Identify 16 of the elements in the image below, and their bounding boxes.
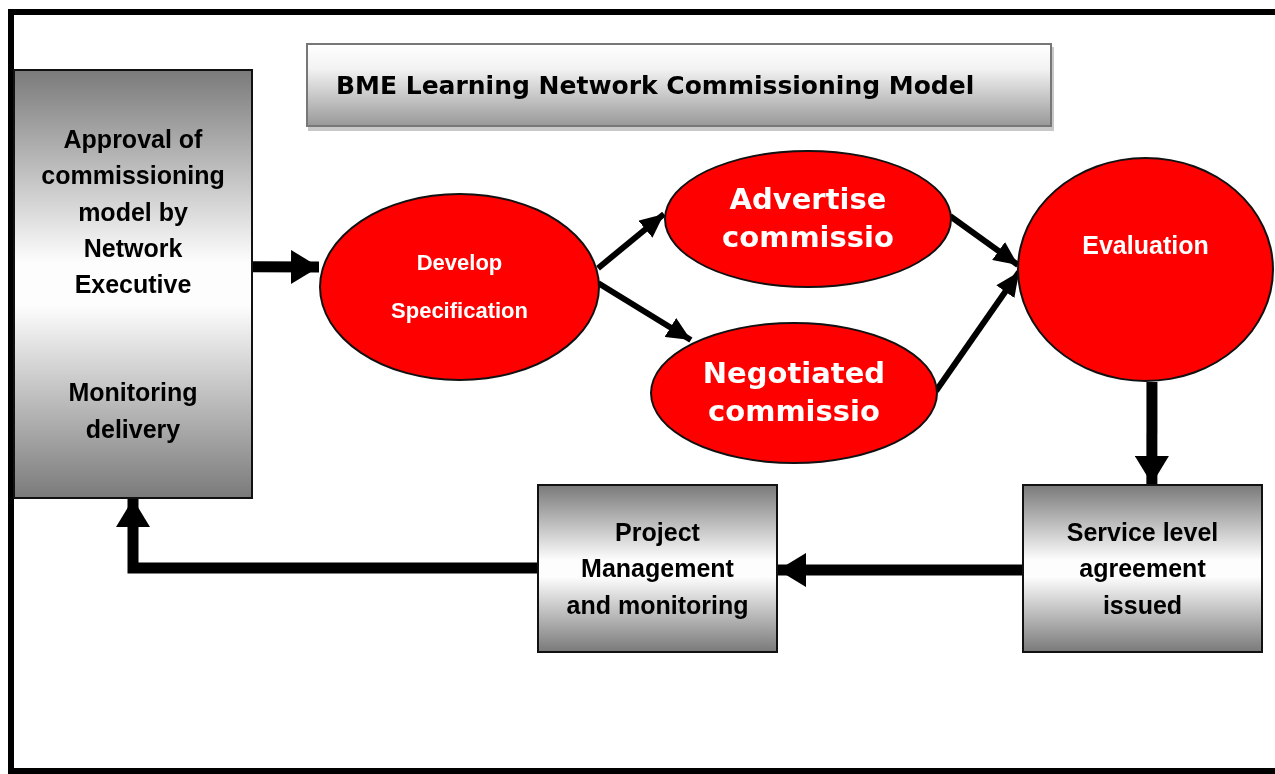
- node-text: Evaluation: [1081, 230, 1210, 262]
- arrow: [116, 499, 537, 574]
- node-text: Monitoring delivery: [67, 377, 199, 445]
- node-text: Project Management and monitoring: [565, 517, 750, 621]
- arrow: [1134, 382, 1169, 484]
- node-text: Approval of commissioning model by Network Executive: [40, 124, 226, 301]
- node-text: Service level agreement issued: [1065, 517, 1220, 621]
- node-text: Advertise commissio: [721, 181, 895, 256]
- node-text: Negotiated commissio: [701, 355, 887, 430]
- process-box: [537, 484, 778, 653]
- node-text: Develop Specification: [390, 248, 529, 325]
- process-box: [13, 69, 253, 499]
- process-box: [1022, 484, 1263, 653]
- arrow: [253, 249, 319, 284]
- arrow: [778, 553, 1022, 587]
- arrow: [596, 211, 666, 271]
